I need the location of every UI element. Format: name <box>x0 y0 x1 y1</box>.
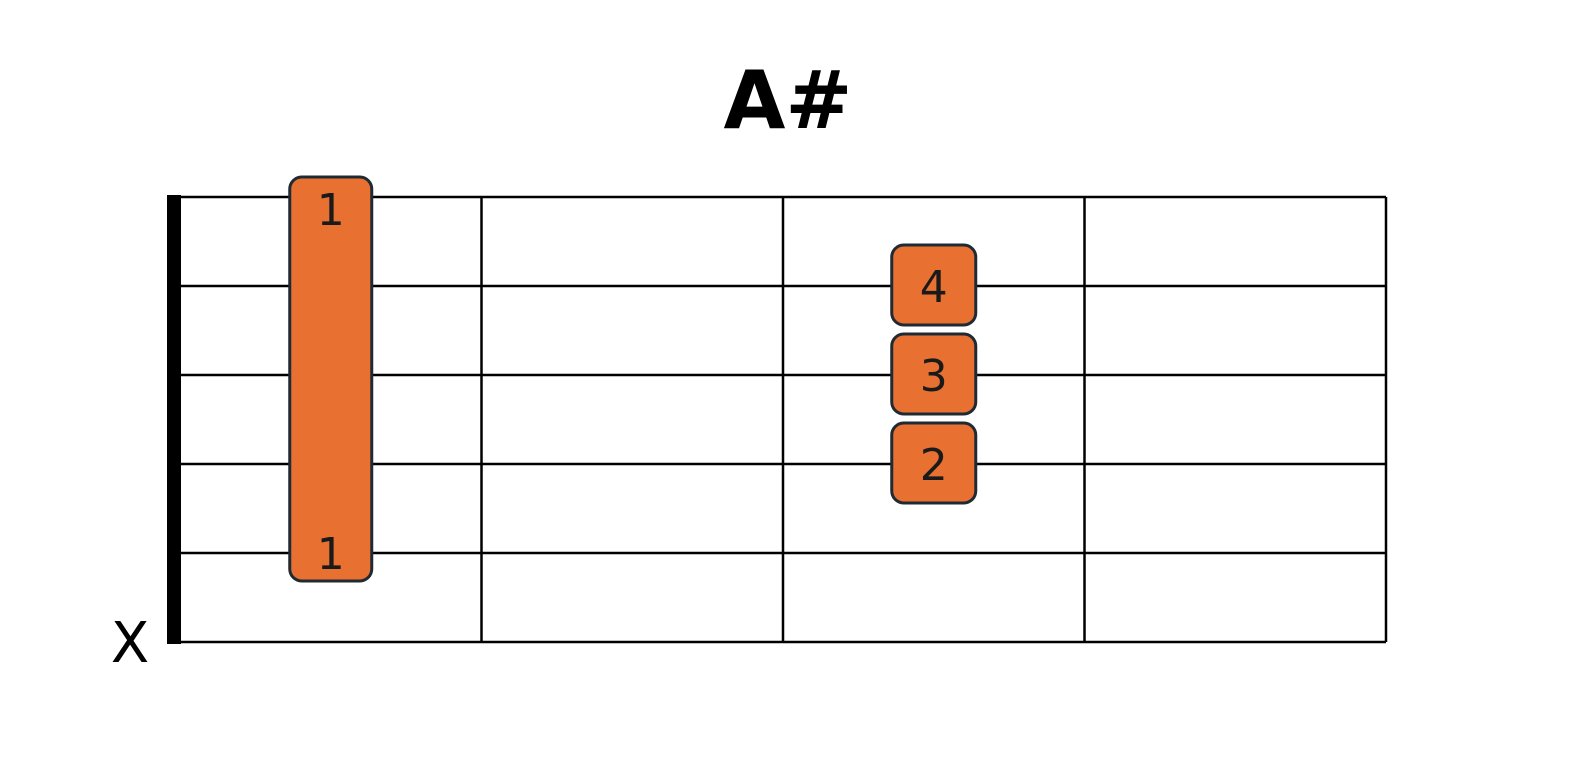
chord-title: A# <box>724 54 853 147</box>
barre-label-top: 1 <box>317 185 345 236</box>
finger-label: 2 <box>920 440 948 491</box>
finger-marker <box>890 332 978 416</box>
fretboard-grid <box>167 195 1388 644</box>
muted-string-marker: X <box>111 611 149 676</box>
finger-label: 3 <box>920 351 948 402</box>
chord-marks: X 1 1 4 3 2 <box>111 175 978 676</box>
finger-marker <box>890 243 978 327</box>
finger-label: 4 <box>920 262 948 313</box>
barre-label-bottom: 1 <box>317 529 345 580</box>
finger-marker <box>890 421 978 505</box>
barre-marker <box>288 175 374 583</box>
nut <box>167 195 181 644</box>
